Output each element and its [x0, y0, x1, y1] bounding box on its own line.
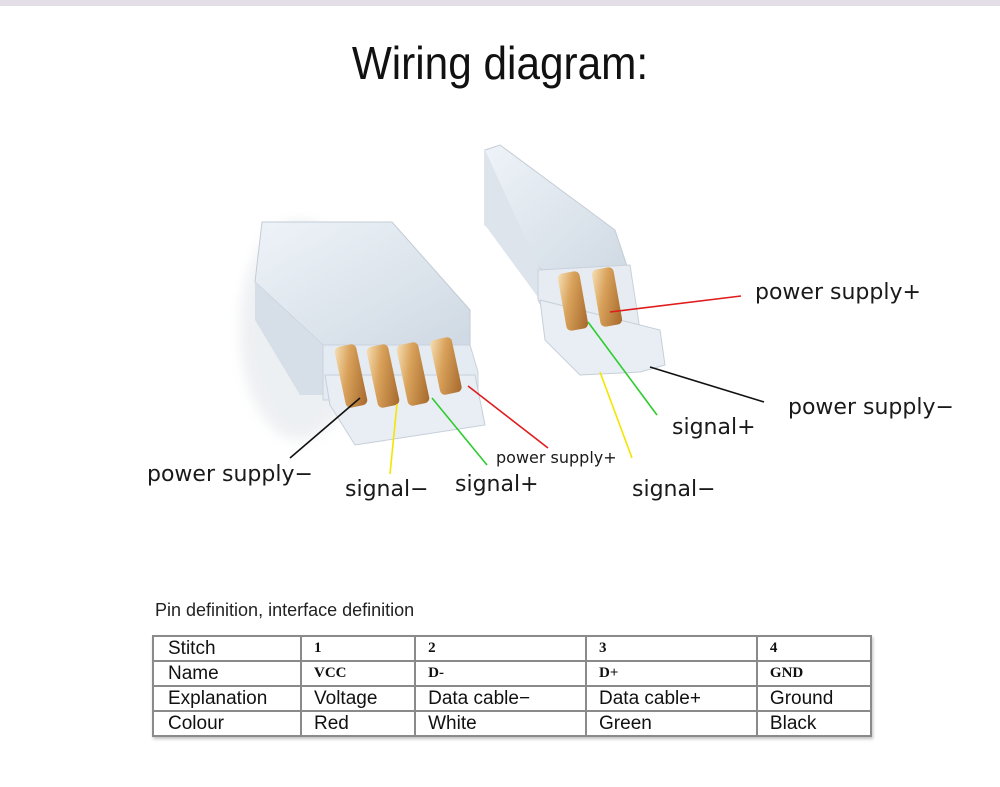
table-cell: Data cable+	[585, 685, 758, 712]
table-cell: Green	[585, 710, 758, 737]
table-cell: VCC	[299, 660, 417, 687]
pin-1	[334, 344, 368, 408]
table-cell: GND	[755, 660, 873, 687]
wire-signal-minus-left	[389, 403, 398, 475]
four-pin-connector	[240, 220, 486, 446]
wire-signal-plus-left	[431, 397, 488, 466]
pin-3	[396, 342, 430, 406]
wire-power-minus-right	[649, 366, 765, 403]
table-cell: 1	[299, 635, 417, 662]
wire-power-plus-left	[467, 385, 549, 449]
wire-signal-minus-right	[599, 371, 633, 459]
pin-a	[557, 271, 589, 331]
page-title: Wiring diagram:	[351, 37, 649, 89]
table-caption: Pin definition, interface definition	[155, 600, 415, 620]
label-signal-plus-left: signal+	[455, 472, 539, 497]
label-power-minus-left: power supply−	[147, 462, 313, 487]
row-header: Explanation	[152, 685, 302, 712]
table-cell: D+	[585, 660, 758, 687]
table-row: Colour Red White Green Black	[152, 710, 873, 737]
pin-4	[430, 337, 462, 395]
table-row: Stitch 1 2 3 4	[152, 635, 873, 662]
table-cell: Black	[755, 710, 873, 737]
table-cell: Data cable−	[414, 685, 588, 712]
wire-signal-plus-right	[587, 321, 658, 416]
table-cell: Red	[299, 710, 417, 737]
table-cell: Ground	[755, 685, 873, 712]
label-signal-plus-right: signal+	[672, 415, 756, 440]
pin-2	[366, 344, 400, 408]
wire-power-minus-left	[289, 397, 361, 459]
table-cell: 2	[414, 635, 588, 662]
row-header: Colour	[152, 710, 302, 737]
row-header: Stitch	[152, 635, 302, 662]
two-pin-connector	[484, 144, 666, 376]
table-row: Explanation Voltage Data cable− Data cab…	[152, 685, 873, 712]
label-power-plus-right: power supply+	[755, 280, 921, 305]
label-power-plus-left: power supply+	[496, 448, 617, 467]
label-signal-minus-left: signal−	[345, 477, 429, 502]
wire-power-plus-right	[609, 295, 742, 313]
table-cell: White	[414, 710, 588, 737]
label-signal-minus-right: signal−	[632, 477, 716, 502]
pin-definition-table: Stitch 1 2 3 4 Name VCC D- D+ GND Explan…	[152, 635, 873, 737]
table-row: Name VCC D- D+ GND	[152, 660, 873, 687]
table-cell: 3	[585, 635, 758, 662]
table-cell: 4	[755, 635, 873, 662]
row-header: Name	[152, 660, 302, 687]
label-power-minus-right: power supply−	[788, 395, 954, 420]
table-cell: Voltage	[299, 685, 417, 712]
top-border	[0, 0, 1000, 6]
table-cell: D-	[414, 660, 588, 687]
